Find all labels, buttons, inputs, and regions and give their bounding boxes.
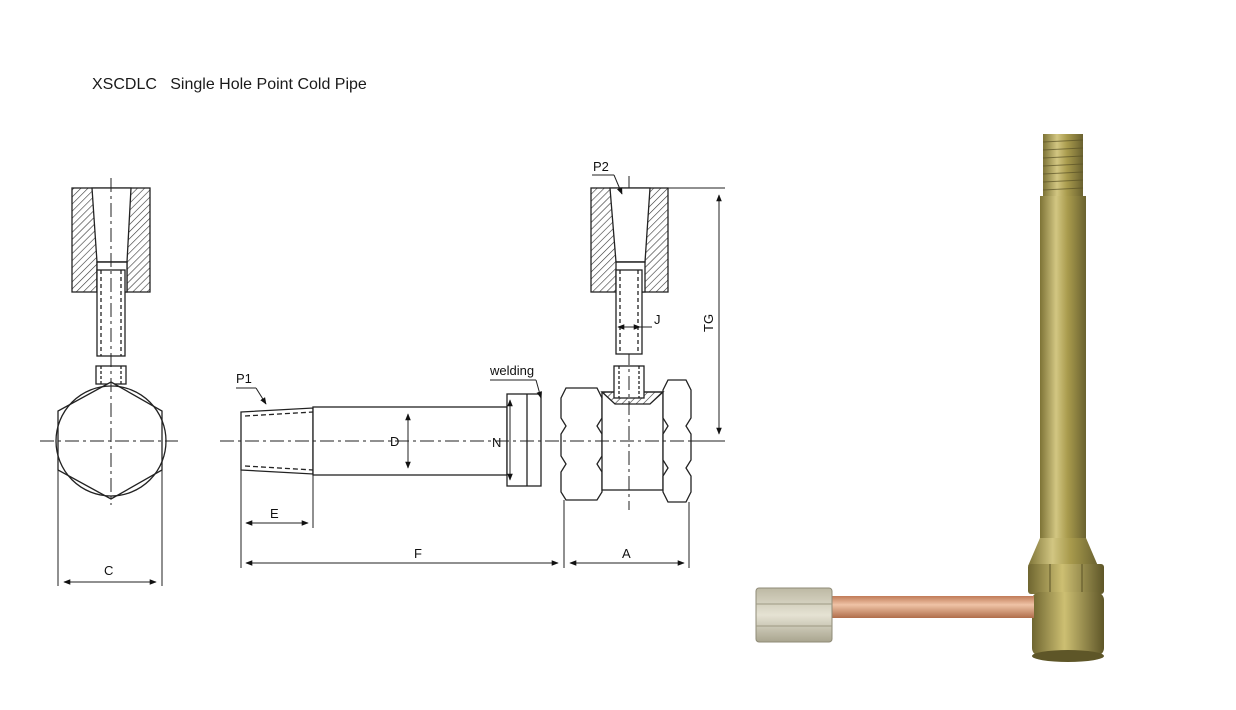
photo-tube xyxy=(1040,196,1086,542)
main-view xyxy=(220,174,725,568)
dim-tg-label: TG xyxy=(701,314,716,332)
welding-leader xyxy=(535,379,543,399)
product-code: XSCDLC xyxy=(92,76,157,93)
drawing-title: XSCDLC Single Hole Point Cold Pipe xyxy=(92,76,367,94)
side-view xyxy=(40,178,178,586)
product-photo xyxy=(755,134,1104,662)
photo-copper-tube xyxy=(828,596,1034,618)
photo-end-nut xyxy=(755,587,833,643)
label-n: N xyxy=(492,435,501,450)
dim-f-label: F xyxy=(414,546,422,561)
dim-c-label: C xyxy=(104,563,113,578)
side-block-bore xyxy=(91,187,132,263)
fitting-n xyxy=(506,393,542,487)
product-name: Single Hole Point Cold Pipe xyxy=(170,76,367,93)
dim-a-label: A xyxy=(622,546,631,561)
dim-j-label: J xyxy=(654,312,661,327)
p1-leader xyxy=(255,387,267,405)
photo-body xyxy=(1032,592,1104,656)
union-hex-left xyxy=(560,387,603,501)
p2-leader xyxy=(613,174,623,195)
dim-e-label: E xyxy=(270,506,279,521)
label-welding: welding xyxy=(489,363,534,378)
label-d: D xyxy=(390,434,399,449)
photo-hex xyxy=(1028,564,1104,594)
label-p1: P1 xyxy=(236,371,252,386)
label-p2: P2 xyxy=(593,159,609,174)
